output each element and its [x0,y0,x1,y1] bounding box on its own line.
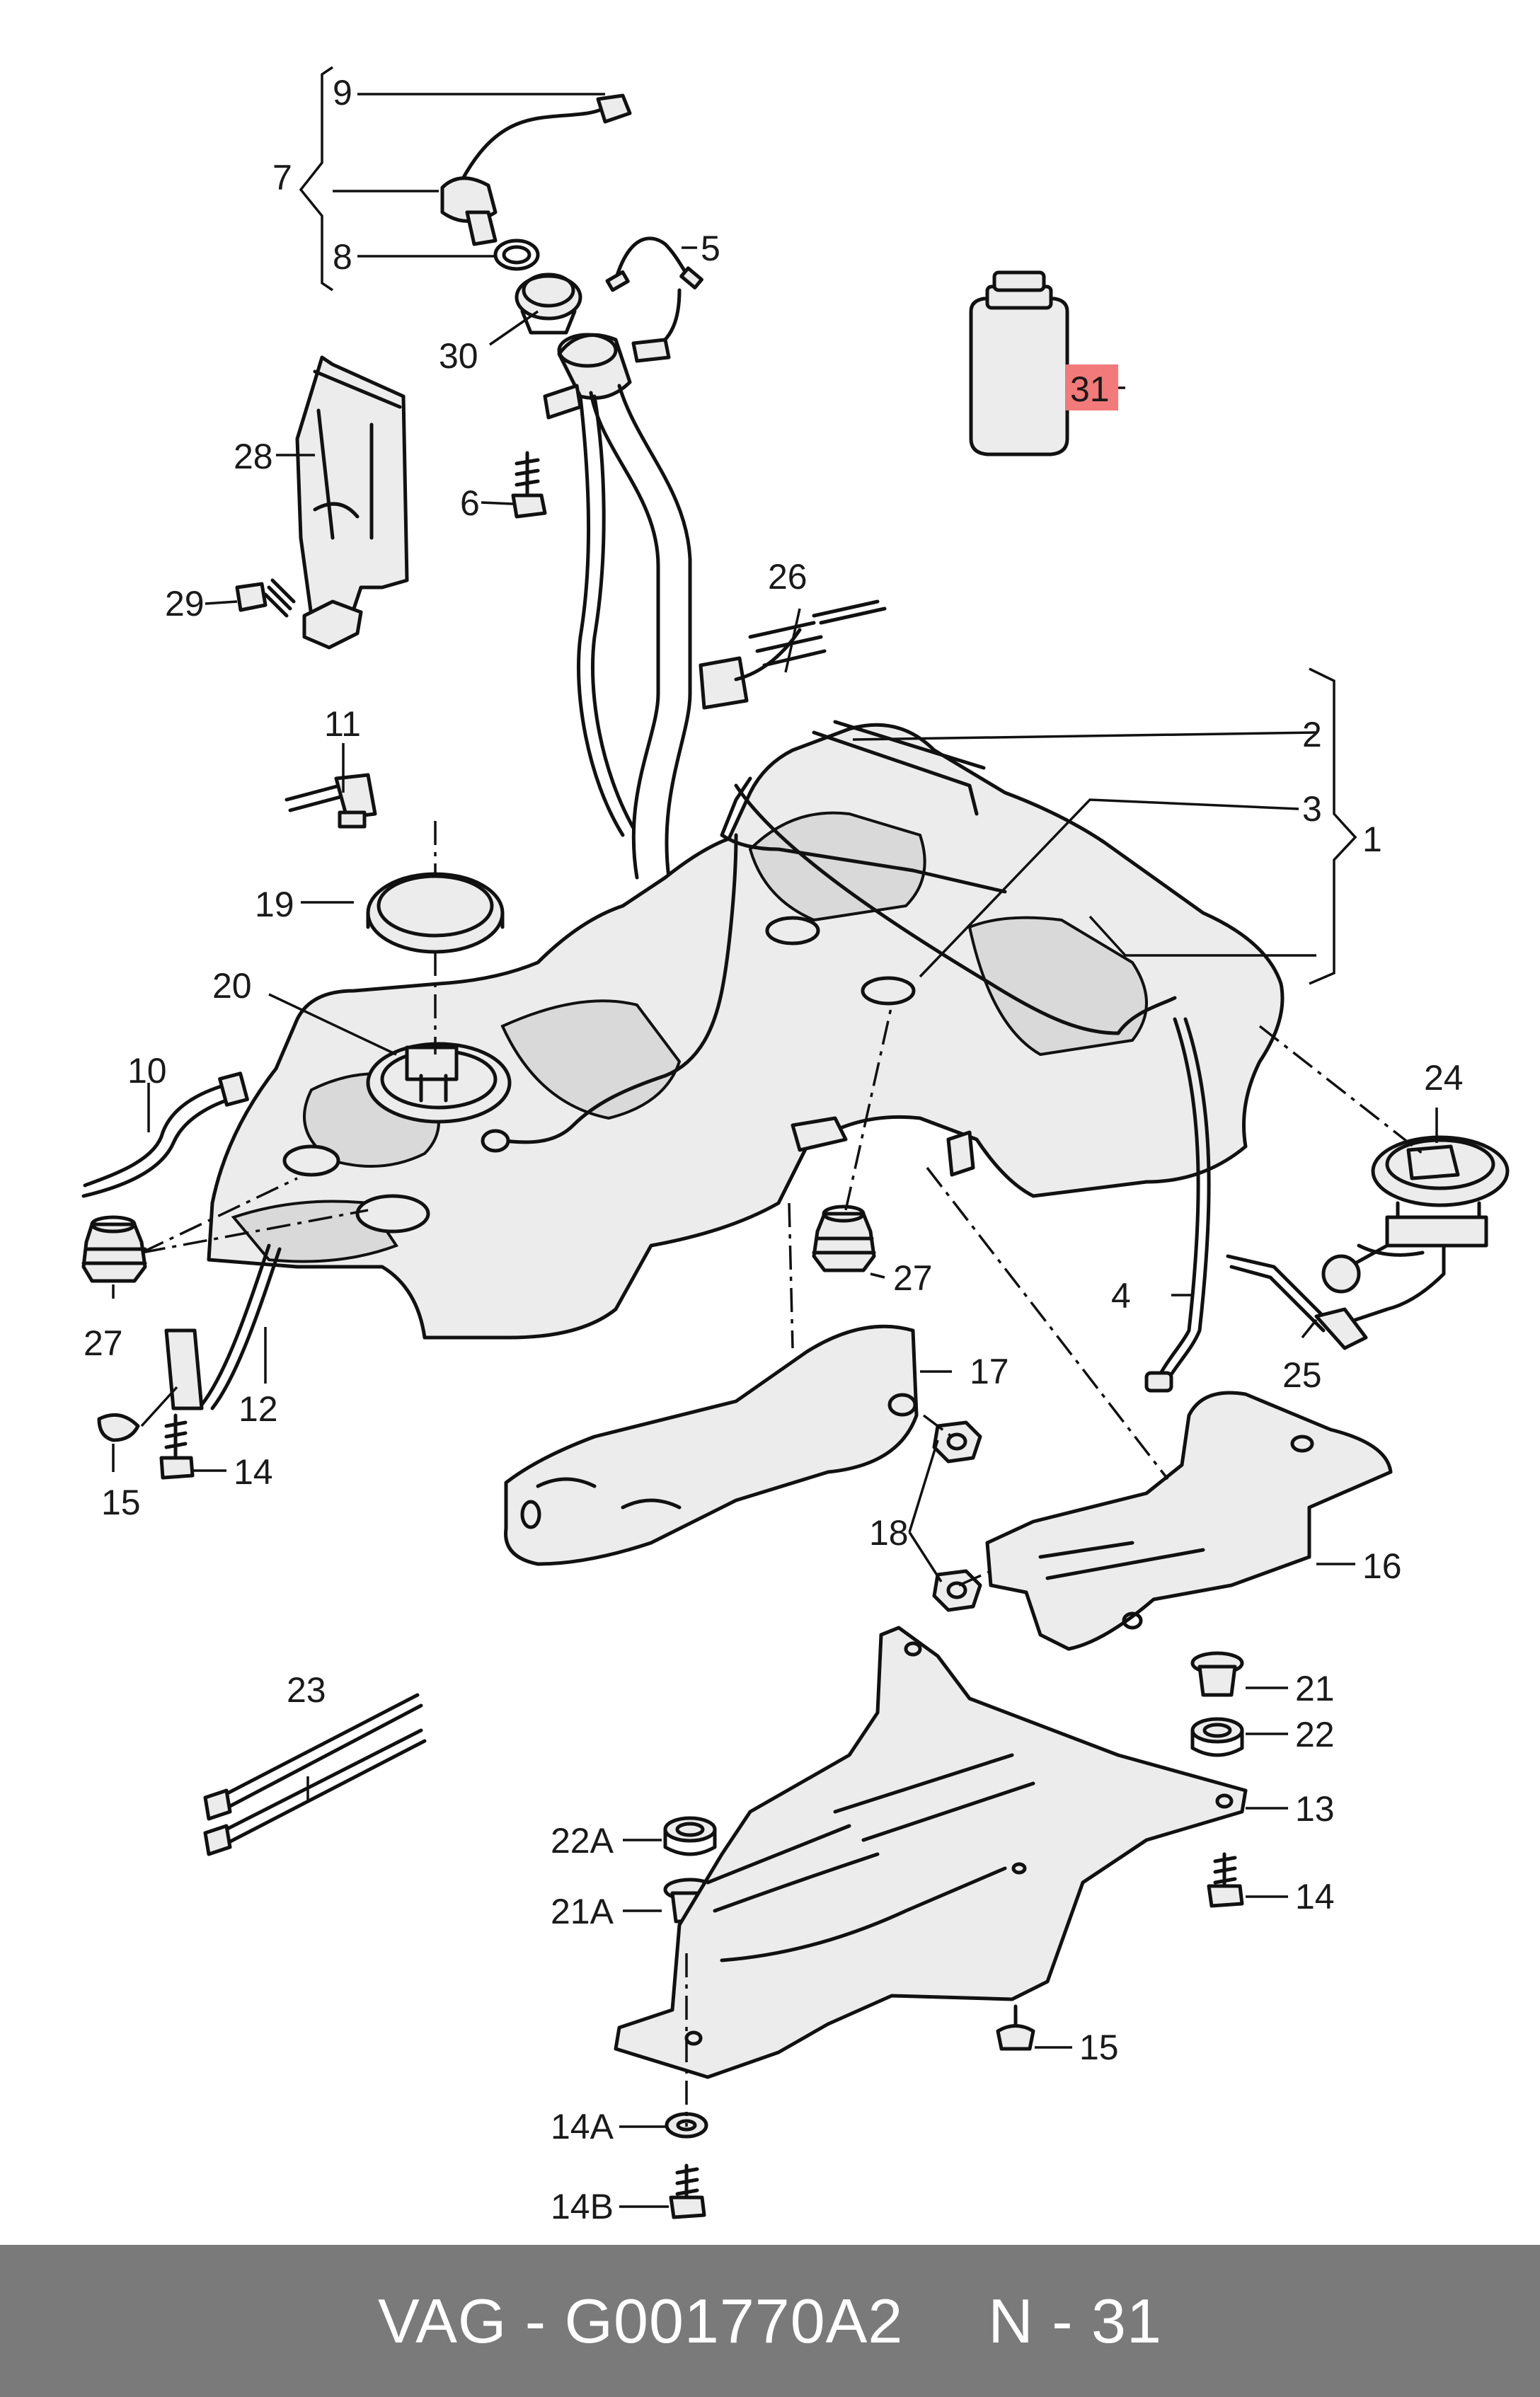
assembly-lines [141,821,1424,2127]
fuel-line-25 [1226,1254,1368,1350]
sensor-26 [699,599,887,710]
vent-pipe-10 [81,1071,249,1198]
label-12: 12 [239,1389,278,1429]
label-19: 19 [255,885,294,924]
footer-bar: VAG - G001770A2 N - 31 [0,2245,1540,2397]
fuel-additive-bottle [969,270,1125,456]
label-26: 26 [768,557,808,597]
label-13: 13 [1295,1789,1335,1829]
label-5: 5 [701,229,720,268]
label-27-right: 27 [893,1258,933,1298]
page-number: N - 31 [988,2285,1162,2356]
label-22A: 22A [551,1821,614,1861]
label-21A: 21A [551,1892,614,1931]
label-2: 2 [1302,715,1322,754]
label-3: 3 [1302,789,1322,829]
bump-stops-27 [81,1205,876,1283]
label-24: 24 [1424,1058,1464,1098]
label-6: 6 [460,483,480,523]
label-17: 17 [970,1352,1009,1391]
heat-shield-16 [985,1391,1393,1651]
leader-lines [112,93,1438,2208]
label-7: 7 [272,158,292,197]
label-31: 31 [1070,369,1110,409]
label-30: 30 [439,336,478,376]
label-10: 10 [127,1051,167,1091]
label-25: 25 [1282,1355,1322,1395]
label-22: 22 [1295,1715,1335,1754]
label-21: 21 [1295,1669,1335,1708]
cable-ties-23 [203,1693,427,1856]
label-18: 18 [869,1513,909,1553]
label-15-right: 15 [1079,2028,1119,2067]
label-28: 28 [234,437,273,476]
label-20: 20 [212,966,252,1006]
connector-11 [285,773,377,829]
underbody-guard-13 [614,1626,1248,2079]
diagram-code: VAG - G001770A2 [378,2285,904,2356]
fuel-pump-24 [1321,1135,1510,1326]
label-16: 16 [1362,1546,1402,1586]
filler-neck-assembly [299,66,703,880]
label-14-right: 14 [1295,1877,1335,1916]
label-14A: 14A [551,2107,614,2146]
label-8: 8 [333,237,352,277]
label-14-left: 14 [234,1452,273,1492]
label-23: 23 [287,1670,326,1710]
label-1: 1 [1362,820,1382,859]
label-14B: 14B [551,2187,614,2226]
nuts-18 [932,1420,982,1612]
label-9: 9 [333,73,352,113]
label-27-left: 27 [84,1323,123,1363]
heat-shield-28 [235,355,409,650]
label-15-left: 15 [101,1483,141,1522]
label-29: 29 [165,584,205,623]
highlight-box-31 [1065,364,1118,410]
label-4: 4 [1111,1276,1131,1316]
callout-labels: 9 7 8 5 30 31 28 6 29 26 11 2 3 1 19 20 … [84,73,1464,2226]
label-11: 11 [324,704,361,744]
lock-ring-19 [366,872,505,954]
parts-diagram: 9 7 8 5 30 31 28 6 29 26 11 2 3 1 19 20 … [81,66,1510,2226]
heat-shield-17 [504,1324,919,1566]
